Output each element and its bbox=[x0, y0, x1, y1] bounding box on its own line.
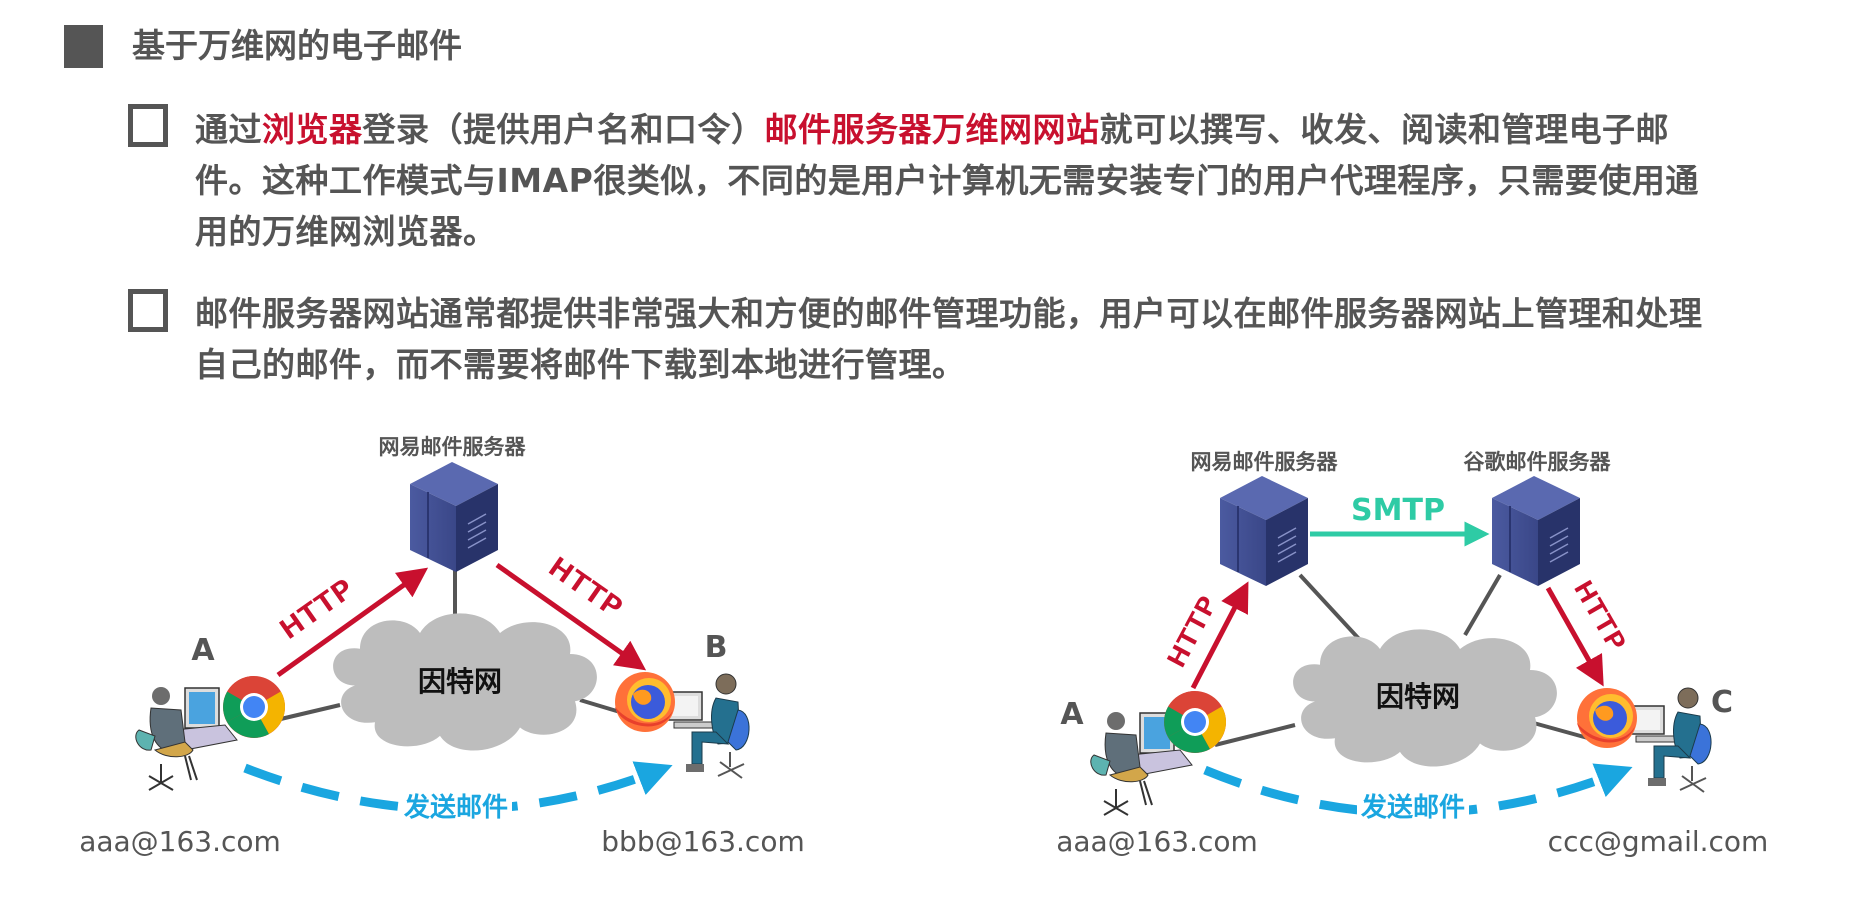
left-diagram: 因特网 网易邮件服务器 HTTP HTTP A aaa@163.com B bb… bbox=[79, 435, 805, 858]
netease-mail-server-icon bbox=[1219, 475, 1309, 587]
http-label-up: HTTP bbox=[1162, 591, 1225, 673]
mail-server-icon bbox=[409, 461, 499, 573]
cloud-label: 因特网 bbox=[1376, 680, 1460, 713]
server-label: 网易邮件服务器 bbox=[379, 435, 527, 459]
sender-email: aaa@163.com bbox=[1056, 825, 1258, 858]
hollow-square-bullet-icon bbox=[128, 104, 168, 147]
send-mail-label: 发送邮件 bbox=[403, 792, 508, 823]
receiver-person-icon bbox=[667, 673, 751, 779]
http-arrow-down bbox=[1545, 586, 1604, 687]
link-line bbox=[1214, 723, 1296, 747]
receiver-label: C bbox=[1711, 685, 1733, 720]
text-segment: 邮件服务器网站通常都提供非常强大和方便的邮件管理功能，用户可以在邮件服务器网站上… bbox=[195, 294, 1703, 384]
firefox-icon bbox=[1577, 688, 1637, 748]
sender-label: A bbox=[191, 633, 215, 668]
http-label-down: HTTP bbox=[1567, 575, 1631, 657]
bullet-paragraph-1: 通过浏览器登录（提供用户名和口令）邮件服务器万维网网站就可以撰写、收发、阅读和管… bbox=[195, 104, 1725, 257]
http-label-down: HTTP bbox=[542, 550, 629, 625]
bullet-paragraph-2: 邮件服务器网站通常都提供非常强大和方便的邮件管理功能，用户可以在邮件服务器网站上… bbox=[195, 288, 1725, 390]
server1-label: 网易邮件服务器 bbox=[1191, 450, 1339, 474]
sender-email: aaa@163.com bbox=[79, 825, 281, 858]
send-mail-label: 发送邮件 bbox=[1360, 792, 1465, 823]
firefox-icon bbox=[615, 672, 675, 732]
receiver-label: B bbox=[705, 630, 728, 665]
right-diagram: 因特网 网易邮件服务器 谷歌邮件服务器 SMTP HTTP HTTP A aaa… bbox=[1056, 450, 1768, 858]
sender-person-icon bbox=[134, 686, 238, 791]
google-mail-server-icon bbox=[1491, 475, 1581, 587]
sender-label: A bbox=[1060, 697, 1084, 732]
server-link-line bbox=[1463, 573, 1502, 637]
cloud-label: 因特网 bbox=[418, 665, 502, 698]
page-title: 基于万维网的电子邮件 bbox=[132, 26, 462, 65]
http-arrow-down bbox=[495, 562, 647, 671]
server2-label: 谷歌邮件服务器 bbox=[1464, 450, 1612, 474]
receiver-email: bbb@163.com bbox=[601, 825, 804, 858]
chrome-icon bbox=[223, 676, 285, 738]
http-label-up: HTTP bbox=[273, 572, 360, 647]
highlight-browser: 浏览器 bbox=[262, 110, 363, 149]
text-segment: 就可以撰写、收发、阅读和管理电子邮件。这种工作模式与IMAP很类似，不同的是用户… bbox=[195, 110, 1699, 251]
server-link-line bbox=[1298, 573, 1362, 642]
text-segment: 登录（提供用户名和口令） bbox=[362, 110, 765, 149]
hollow-square-bullet-icon bbox=[128, 289, 168, 332]
highlight-mail-server-website: 邮件服务器万维网网站 bbox=[764, 110, 1100, 149]
chrome-icon bbox=[1164, 691, 1226, 753]
receiver-person-icon bbox=[1629, 687, 1713, 793]
heading-square-icon bbox=[64, 25, 103, 68]
text-segment: 通过 bbox=[195, 110, 262, 149]
receiver-email: ccc@gmail.com bbox=[1548, 825, 1769, 858]
http-arrow-up bbox=[276, 567, 429, 678]
http-arrow-up bbox=[1190, 581, 1249, 690]
smtp-label: SMTP bbox=[1351, 493, 1445, 528]
